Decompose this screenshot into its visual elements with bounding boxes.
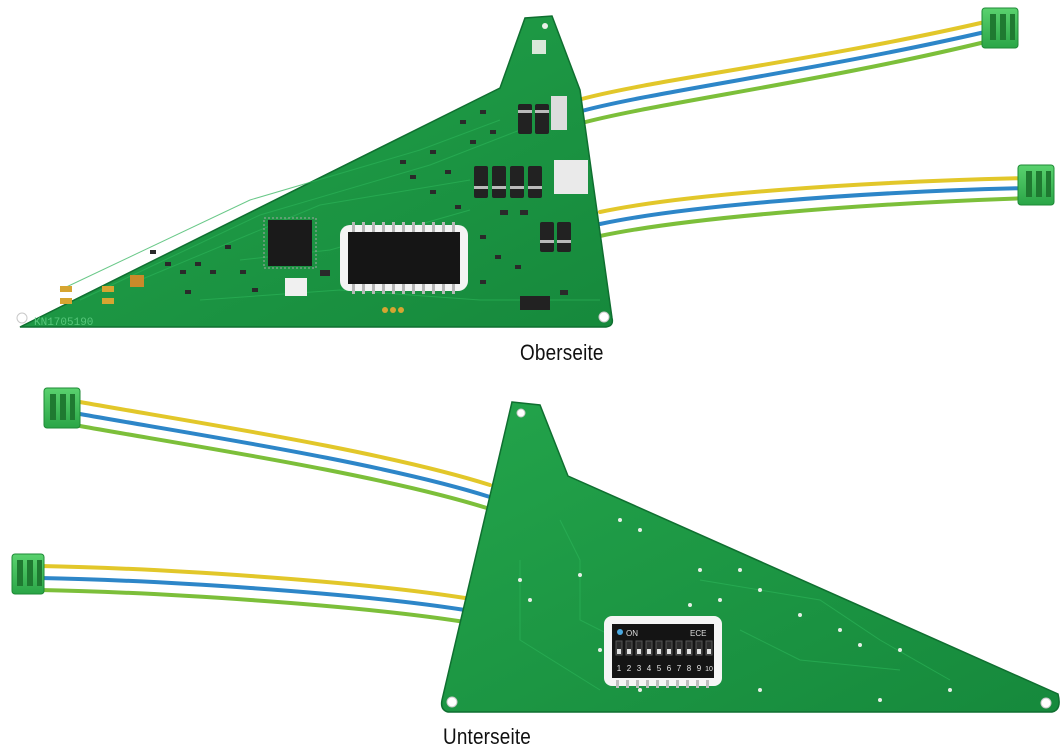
dip-number-label: 6: [667, 664, 672, 673]
dip-lever-knob: [617, 649, 621, 654]
dip-number-label: 3: [637, 664, 642, 673]
dip-lever-knob: [657, 649, 661, 654]
top-wire-bundle-2: [598, 176, 1032, 238]
dip-lever: [655, 640, 663, 656]
dip-number-label: 5: [657, 664, 662, 673]
main-ic: [340, 222, 468, 294]
top-connector-2: [1017, 164, 1055, 206]
dip-lever-knob: [697, 649, 701, 654]
bottom-vias: [518, 518, 952, 702]
smd-components: [150, 110, 568, 295]
dip-lever: [635, 640, 643, 656]
dip-number-label: 9: [697, 664, 702, 673]
mounting-hole: [516, 408, 526, 418]
bottom-connector-1: [43, 387, 81, 429]
gold-pads: [60, 286, 404, 313]
top-connector-1: [981, 7, 1019, 49]
dip-lever-knob: [637, 649, 641, 654]
mounting-hole: [542, 23, 548, 29]
dip-lever: [695, 640, 703, 656]
bottom-wire-bundle-1: [78, 400, 492, 511]
top-side-board: KN1705190: [11, 7, 1060, 713]
bottom-connector-2: [11, 553, 45, 595]
mounting-hole: [598, 311, 610, 323]
dip-number-label: 8: [687, 664, 692, 673]
mounting-hole: [16, 312, 28, 324]
dip-lever: [665, 640, 673, 656]
diode-cluster-top: [518, 96, 567, 134]
dip-number-label: 10: [705, 666, 713, 673]
datamatrix-code: [532, 40, 546, 54]
caption-top-side: Oberseite: [520, 340, 604, 365]
dip-lever-knob: [707, 649, 711, 654]
dip-lever: [675, 640, 683, 656]
dip-lever: [705, 640, 713, 656]
microcontroller: [263, 217, 317, 269]
dip-lever-knob: [677, 649, 681, 654]
dip-brand-label: ECE: [690, 629, 706, 638]
mounting-hole: [1040, 697, 1052, 709]
dip-lever-knob: [627, 649, 631, 654]
diode-cluster-middle: [474, 160, 588, 198]
bottom-wire-bundle-2: [38, 564, 467, 624]
dip-number-label: 7: [677, 664, 682, 673]
dip-lever: [625, 640, 633, 656]
dip-lever-knob: [687, 649, 691, 654]
board-serial: KN1705190: [34, 317, 93, 329]
dip-lever-knob: [647, 649, 651, 654]
caption-bottom-side: Unterseite: [443, 724, 531, 749]
dip-levers: [615, 640, 713, 656]
mounting-hole: [446, 696, 458, 708]
dip-lever: [615, 640, 623, 656]
dip-number-label: 4: [647, 664, 652, 673]
smd-white-part: [285, 278, 307, 296]
smd-part: [130, 275, 144, 287]
bottom-pcb: [440, 401, 1060, 713]
dip-lever-knob: [667, 649, 671, 654]
diode-cluster-lower: [520, 222, 571, 310]
dip-lever: [685, 640, 693, 656]
dip-number-label: 1: [617, 664, 622, 673]
dip-number-label: 2: [627, 664, 632, 673]
dip-lever: [645, 640, 653, 656]
top-wire-bundle-1: [576, 20, 987, 126]
dip-on-label: ON: [626, 629, 638, 638]
